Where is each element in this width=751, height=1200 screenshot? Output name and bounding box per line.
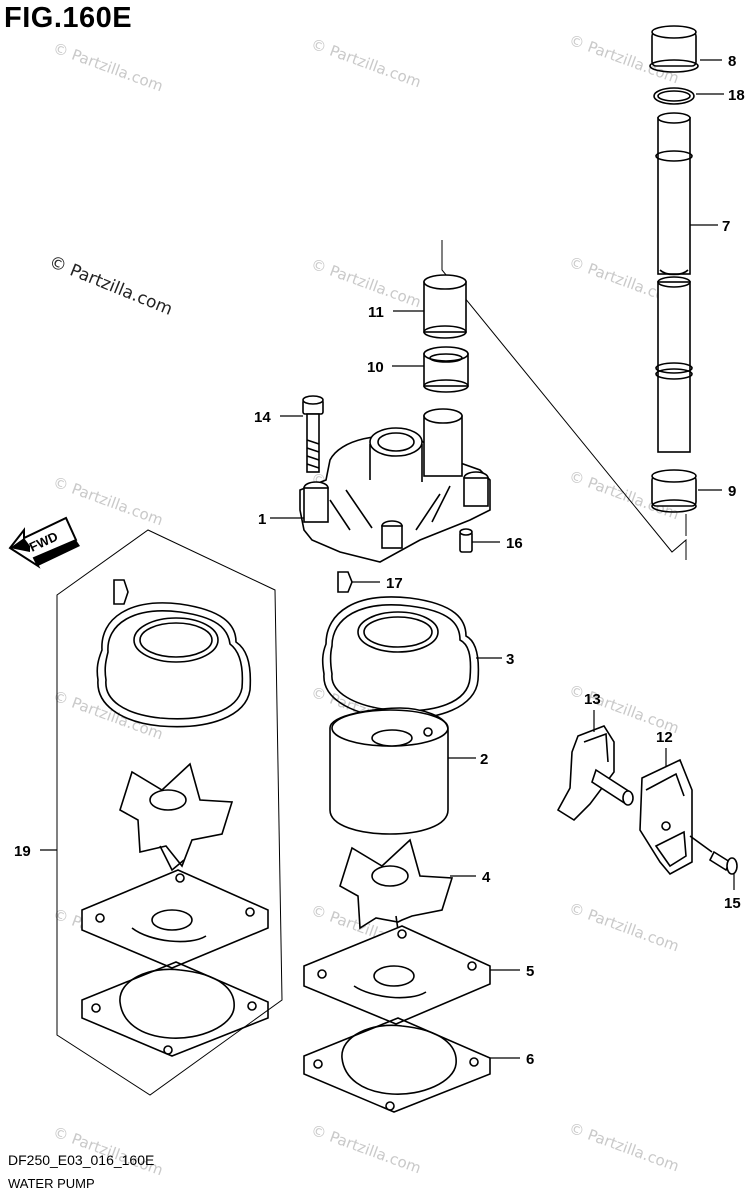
figure-code: DF250_E03_016_160E (8, 1152, 155, 1168)
part-14-bolt (302, 395, 324, 473)
part-16-dowel-pin (459, 528, 473, 553)
part-8-seal (649, 25, 699, 73)
part-label-15: 15 (724, 895, 741, 912)
part-label-14: 14 (254, 409, 271, 426)
assembly-guide-line (441, 240, 687, 560)
part-10-bushing (423, 346, 469, 393)
figure-name: WATER PUMP (8, 1176, 95, 1191)
part-11-bushing (423, 274, 467, 339)
part-label-9: 9 (728, 483, 736, 500)
part-labels: 8 18 7 9 11 10 14 1 16 17 3 2 4 5 6 13 1… (14, 53, 745, 1068)
part-label-17: 17 (386, 575, 403, 592)
part-label-11: 11 (368, 304, 384, 321)
part-1-pump-case (299, 408, 491, 563)
fwd-direction-badge: FWD (8, 516, 80, 569)
part-7-water-tube (655, 112, 693, 453)
watermark: © Partzilla.com (309, 35, 424, 92)
part-12-bracket (639, 758, 693, 876)
part-label-12: 12 (656, 729, 673, 746)
part-5-plate (303, 925, 491, 1025)
watermark-main: © Partzilla.com (46, 252, 175, 320)
part-label-1: 1 (258, 511, 266, 528)
part-13-bracket (556, 725, 634, 822)
part-label-6: 6 (526, 1051, 534, 1068)
part-6-gasket (303, 1017, 491, 1113)
watermark: © Partzilla.com (309, 1121, 424, 1178)
part-label-7: 7 (722, 218, 730, 235)
part-label-13: 13 (584, 691, 601, 708)
part-2-liner (329, 707, 449, 835)
part-label-3: 3 (506, 651, 514, 668)
part-17-key (337, 571, 353, 593)
part-3-gasket (321, 596, 480, 720)
part-label-19: 19 (14, 843, 31, 860)
part-15-screw (689, 835, 738, 875)
part-label-2: 2 (480, 751, 488, 768)
part-label-8: 8 (728, 53, 736, 70)
watermark: © Partzilla.com (567, 899, 682, 956)
part-label-16: 16 (506, 535, 523, 552)
kit-gasket (81, 961, 269, 1057)
part-9-grommet (651, 469, 697, 513)
kit-impeller (119, 762, 234, 872)
figure-title: FIG.160E (4, 2, 133, 34)
watermark: © Partzilla.com (51, 39, 166, 96)
part-label-10: 10 (367, 359, 384, 376)
kit-19-outline (56, 529, 283, 1096)
kit-plate (81, 869, 269, 969)
part-label-18: 18 (728, 87, 745, 104)
watermark: © Partzilla.com (51, 687, 166, 744)
kit-key (113, 579, 129, 605)
watermark: © Partzilla.com (567, 1119, 682, 1176)
part-label-5: 5 (526, 963, 534, 980)
kit-gasket-ring (96, 602, 252, 728)
part-label-4: 4 (482, 869, 491, 886)
watermark: © Partzilla.com (309, 255, 424, 312)
leader-lines (40, 59, 735, 1059)
part-18-o-ring (653, 87, 695, 105)
